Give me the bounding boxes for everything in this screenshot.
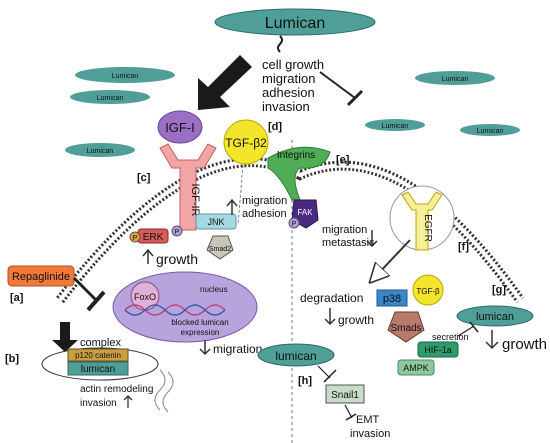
lumican-complex-box [67,361,129,376]
mig-adh-line1: migration [242,195,287,207]
igf1r-label: IGF-IR [189,184,201,217]
ampk-box [397,359,435,376]
igf1r-p-icon: P [175,229,180,236]
erk-growth-label: growth [156,251,198,267]
right-growth-label: growth [502,336,547,353]
lumican-right-label: lumican [476,311,514,323]
complex-arrow-icon [52,322,78,352]
label-g: [g] [492,284,506,296]
smads-node [387,311,425,343]
emt-line2: invasion [350,428,390,440]
integrins-node [267,146,331,201]
label-d: [d] [268,121,282,133]
smad2-node [206,235,234,260]
igf1-label: IGF-I [165,120,195,135]
label-e: [e] [336,154,350,166]
effect-cell-growth: cell growth [262,57,324,72]
small-lumican-right-top: Lumican [415,71,495,85]
lumican-complex-label: lumican [81,364,115,375]
lumican-middle-label: lumican [275,349,316,363]
lumican-top-ellipse [214,8,376,36]
igf1-node [157,110,203,144]
mig-adh-line2: adhesion [242,208,287,220]
svg-text:Lumican: Lumican [442,76,469,83]
blocked-line2: expression [181,328,220,337]
igf1r-receptor: IGF-IR [159,143,217,231]
snail1-label: Snail1 [331,390,359,401]
integrins-label: Integrins [277,150,315,161]
lumican-right-ellipse [456,305,534,327]
repaglinide-box [7,265,75,287]
blocked-line1: blocked lumican [171,318,228,327]
effect-migration: migration [262,71,315,86]
effect-invasion: invasion [262,99,310,114]
label-b: [b] [5,353,19,365]
mig-met-line2: metastasis [322,237,375,249]
erk-p-icon: P [133,235,138,242]
p120-label: p120 catenin [75,351,121,360]
snail1-box [325,384,365,404]
jnk-label: JNK [207,217,224,227]
egfr-receptor [401,191,443,251]
tgfb-node [412,274,444,306]
degradation-label: degradation [300,291,363,305]
repaglinide-label: Repaglinide [12,271,70,283]
degradation-growth-label: growth [338,313,374,327]
small-lumican-left-low: Lumican [65,143,135,157]
label-h: [h] [298,375,312,387]
small-lumican-far-right: Lumican [460,124,520,136]
svg-text:Lumican: Lumican [97,95,124,102]
p38-box [376,289,408,307]
tgfb-label: TGF-β [416,287,440,296]
hif-box [417,341,459,358]
hif-label: HIF-1a [424,345,452,355]
actin-line1: actin remodeling [80,384,153,395]
fak-label: FAK [297,208,313,217]
foxo-label: FoxO [134,292,156,302]
nucleus-label: nucleus [200,285,228,294]
emt-line1: EMT [356,414,380,426]
svg-text:Lumican: Lumican [477,128,504,135]
small-lumican-left-top: Lumican [75,67,175,83]
small-lumican-left-mid: Lumican [70,90,150,104]
p120-box [67,348,129,362]
small-lumican-right-low: Lumican [365,119,425,131]
label-a: [a] [10,292,24,304]
smad2-label: Smad2 [209,246,231,253]
ampk-label: AMPK [403,363,429,373]
label-f: [f] [458,241,469,253]
jnk-box [195,213,237,230]
label-c: [c] [137,172,151,184]
erk-label: ERK [143,232,164,243]
svg-text:Lumican: Lumican [382,123,409,130]
mig-met-line1: migration [322,224,367,236]
lumican-middle-ellipse [257,343,335,367]
svg-text:Lumican: Lumican [112,73,139,80]
tgfb2-node [223,119,269,165]
secretion-label: secretion [432,332,469,342]
actin-line2: invasion [80,398,117,409]
lumican-top-label: Lumican [265,15,325,32]
nucleus-migration-label: migration [213,342,262,356]
big-arrow-icon [198,55,252,110]
effect-adhesion: adhesion [262,85,315,100]
p38-label: p38 [383,293,401,305]
egfr-label: EGFR [422,214,433,242]
svg-text:Lumican: Lumican [87,148,114,155]
fak-p-icon: P [292,221,297,228]
complex-label: complex [80,337,121,349]
tgfb2-label: TGF-β2 [225,136,267,150]
smads-label: Smads [390,323,421,334]
